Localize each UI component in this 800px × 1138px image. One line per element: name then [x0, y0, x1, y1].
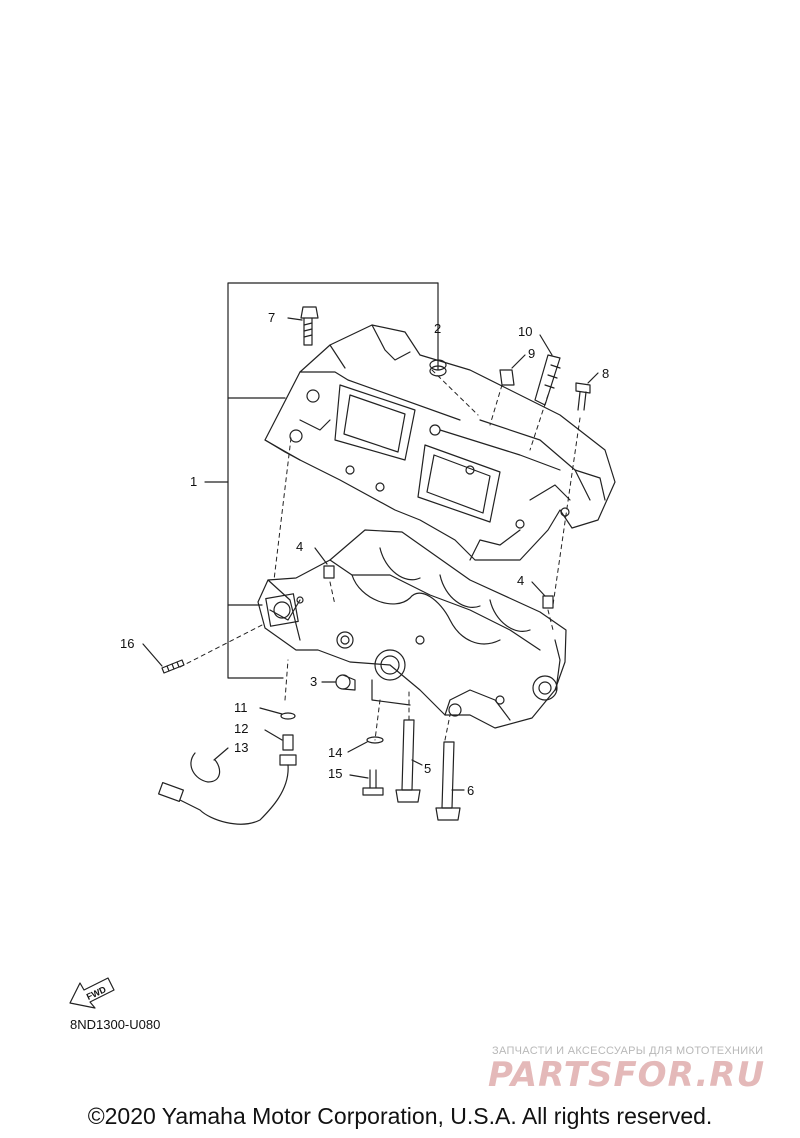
watermark-logo: PARTSFOR.RU — [488, 1055, 766, 1095]
washer-14 — [366, 736, 384, 744]
callout-7: 7 — [268, 310, 275, 325]
callout-13: 13 — [234, 740, 248, 755]
bolt-8 — [575, 382, 591, 411]
bolt-5 — [395, 719, 421, 803]
plug-3 — [335, 674, 356, 691]
diagram-code: 8ND1300-U080 — [70, 1017, 161, 1032]
stud-16 — [161, 659, 185, 674]
copyright-notice: ©2020 Yamaha Motor Corporation, U.S.A. A… — [87, 1103, 713, 1129]
leader-lines — [142, 317, 599, 791]
callout-12: 12 — [234, 721, 248, 736]
bolt-7 — [300, 306, 319, 346]
callout-4-right: 4 — [517, 573, 524, 588]
clamp-13 — [190, 752, 221, 783]
callout-5: 5 — [424, 761, 431, 776]
stud-10 — [534, 354, 561, 406]
dowel-4-right — [542, 595, 554, 609]
callout-11: 11 — [234, 700, 248, 715]
fwd-arrow-icon — [69, 977, 115, 1009]
dowel-4-left — [323, 565, 335, 579]
bolt-6 — [435, 741, 461, 821]
lower-crankcase-illustration — [257, 529, 567, 729]
o-ring-11 — [280, 712, 296, 720]
collar-2 — [429, 359, 447, 377]
callout-15: 15 — [328, 766, 342, 781]
callout-9: 9 — [528, 346, 535, 361]
watermark-tagline: ЗАПЧАСТИ И АКСЕССУАРЫ ДЛЯ МОТОТЕХНИКИ — [492, 1045, 764, 1057]
dowel-9 — [499, 369, 515, 386]
callout-14: 14 — [328, 745, 342, 760]
callout-2: 2 — [434, 321, 441, 336]
sensor-12 — [158, 734, 297, 825]
callout-3: 3 — [310, 674, 317, 689]
callout-6: 6 — [467, 783, 474, 798]
crankcase-assembly-bracket — [227, 282, 439, 679]
bolt-15 — [362, 769, 384, 796]
callout-8: 8 — [602, 366, 609, 381]
upper-crankcase-illustration — [264, 324, 616, 561]
callout-16: 16 — [120, 636, 134, 651]
callout-4-left: 4 — [296, 539, 303, 554]
callout-1: 1 — [190, 474, 197, 489]
alignment-lines — [179, 369, 581, 741]
callout-10: 10 — [518, 324, 532, 339]
